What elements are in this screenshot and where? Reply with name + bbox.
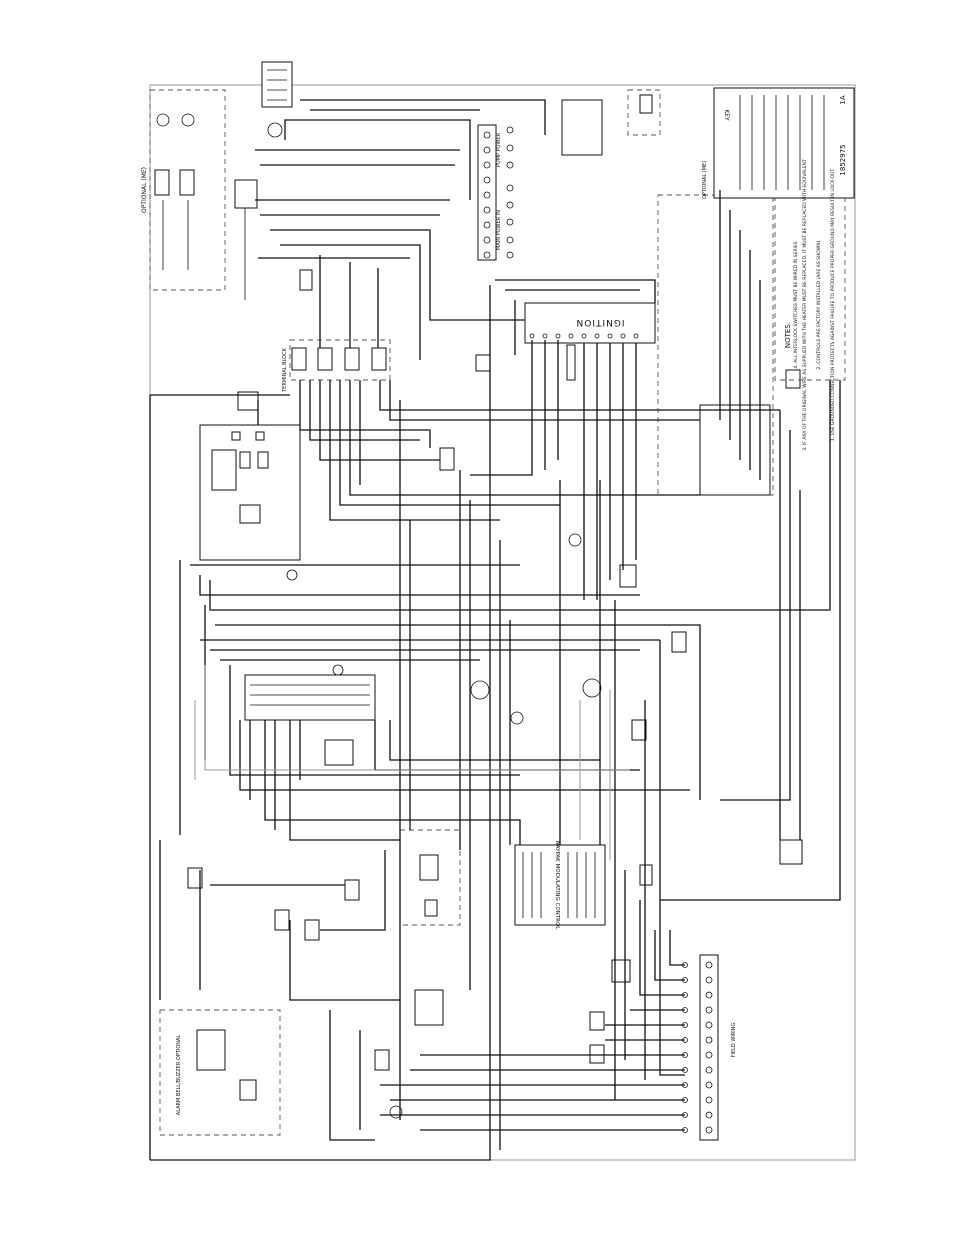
ignition-label: IGNITION	[576, 317, 625, 327]
notes-heading: NOTES:	[784, 322, 792, 348]
notes-block: NOTES: 1. USE GROUNDED CONNECTION PROTEC…	[784, 159, 836, 451]
main-control-board: NAYPAK MODULATING CONTROL	[514, 841, 606, 931]
note-1: 1. USE GROUNDED CONNECTION PROTECTS AGAI…	[830, 169, 836, 442]
left-control-module	[199, 391, 301, 581]
lower-components	[187, 829, 803, 1119]
terminal-block: TERMINAL BLOCK	[282, 269, 391, 393]
diagram-border	[149, 84, 856, 1161]
pump-power-terminals: PUMP POWER MAIN POWER IN	[477, 89, 661, 261]
optional-right-label: OPTIONAL (ME)	[702, 161, 708, 199]
color-key: KEY 1852975 1A	[713, 87, 855, 199]
wire-network	[149, 99, 841, 1161]
pump-valve-group	[234, 122, 283, 300]
drawing-number: 1852975	[839, 144, 847, 175]
ignition-module: IGNITION	[475, 302, 656, 381]
field-wiring-label: FIELD WIRING	[731, 1023, 737, 1058]
revision-label: 1A	[839, 95, 847, 104]
terminal-block-label: TERMINAL BLOCK	[282, 347, 288, 392]
pump-power-label: PUMP POWER	[496, 132, 502, 167]
note-4: 4. ALL INTERLOCK SWITCHES MUST BE WIRED …	[793, 241, 799, 368]
main-control-label: NAYPAK MODULATING CONTROL	[554, 841, 560, 931]
note-2: 2. CONTROLS ARE FACTORY INSTALLED (ARE A…	[816, 240, 822, 369]
alarm-option-box: ALARM BELL/BUZZER OPTIONAL	[159, 1009, 281, 1136]
top-legend	[261, 61, 293, 108]
main-power-label: MAIN POWER IN	[496, 210, 502, 250]
aux-wires	[194, 665, 630, 860]
alarm-option-label: ALARM BELL/BUZZER OPTIONAL	[176, 1035, 182, 1116]
display-board	[244, 664, 376, 766]
optional-top-label: OPTIONAL (ME)	[141, 167, 148, 213]
optional-top-box: OPTIONAL (ME)	[141, 89, 226, 291]
note-3: 3. IF ANY OF THE ORIGINAL WIRE AS SUPPLI…	[802, 159, 808, 451]
field-wiring-terminals: FIELD WIRING	[589, 954, 737, 1141]
key-heading: KEY	[723, 109, 730, 121]
central-relays	[439, 447, 687, 741]
